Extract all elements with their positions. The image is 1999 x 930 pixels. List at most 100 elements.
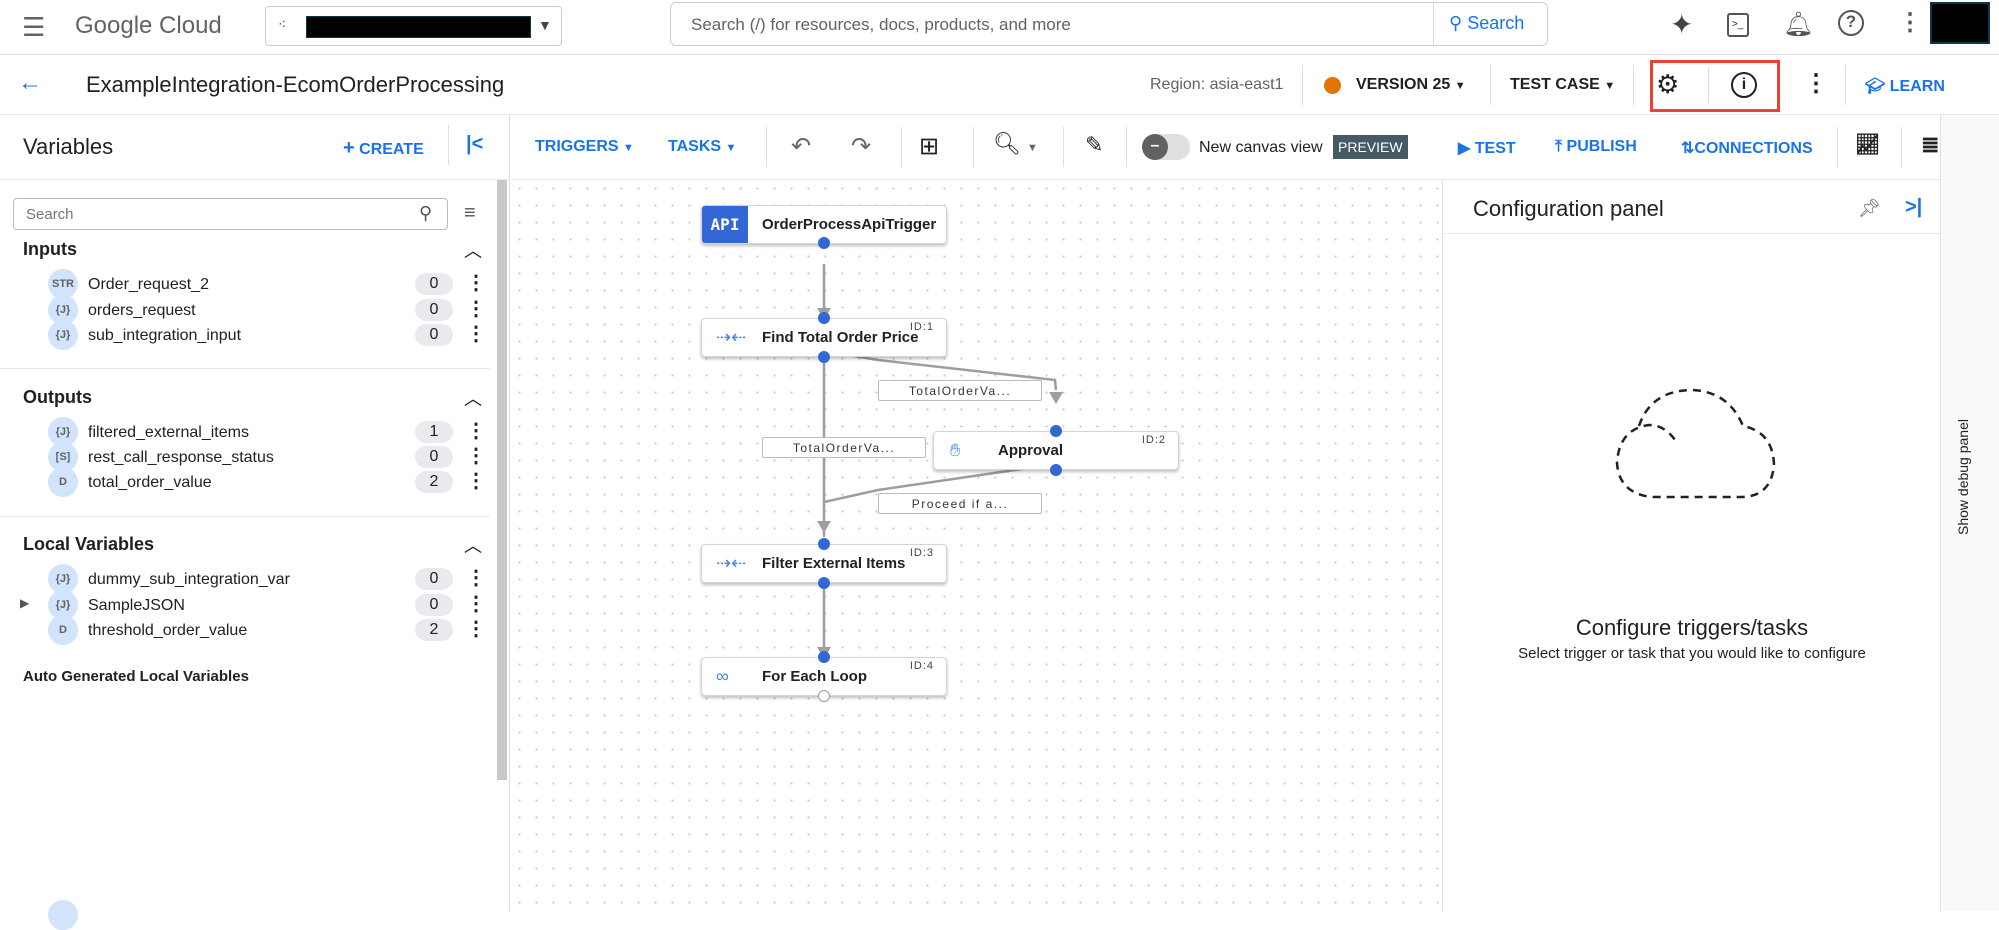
node-id: ID:3 bbox=[909, 547, 934, 559]
avatar[interactable] bbox=[1930, 2, 1990, 44]
more-vert-icon[interactable]: ⋮ bbox=[466, 445, 486, 467]
usage-count: 2 bbox=[415, 471, 453, 493]
create-variable-button[interactable]: + CREATE bbox=[343, 137, 424, 160]
connector-point-empty[interactable] bbox=[818, 690, 830, 702]
node-id: ID:4 bbox=[909, 660, 934, 672]
edge-condition-label[interactable]: TotalOrderVa... bbox=[878, 380, 1042, 401]
expand-arrow-icon[interactable]: ▶ bbox=[20, 596, 30, 610]
collapse-right-icon[interactable]: >| bbox=[1905, 196, 1923, 218]
task-node[interactable]: ⇢⇠ Find Total Order Price ID:1 bbox=[701, 318, 947, 357]
chevron-up-icon[interactable]: ︿ bbox=[464, 389, 482, 409]
variable-search-input[interactable]: Search ⚲ bbox=[13, 198, 448, 230]
divider bbox=[0, 516, 490, 517]
connector-point[interactable] bbox=[818, 577, 830, 589]
magic-wand-icon[interactable]: ✎ bbox=[1085, 132, 1104, 157]
triggers-label: TRIGGERS bbox=[535, 138, 619, 155]
tasks-dropdown[interactable]: TASKS ▼ bbox=[668, 138, 736, 156]
node-title: OrderProcessApiTrigger bbox=[762, 216, 937, 233]
connector-point[interactable] bbox=[818, 538, 830, 550]
connector-point[interactable] bbox=[818, 651, 830, 663]
variable-name: threshold_order_value bbox=[88, 622, 248, 639]
redacted-project-name bbox=[306, 16, 531, 38]
school-icon: 🎓︎ bbox=[1865, 78, 1886, 95]
test-case-dropdown[interactable]: TEST CASE ▼ bbox=[1510, 76, 1615, 94]
list-view-icon[interactable]: ≣ bbox=[1921, 132, 1940, 157]
more-vert-icon[interactable]: ⋮ bbox=[466, 593, 486, 615]
logs-chart-icon[interactable]: 📈︎ bbox=[1855, 134, 1881, 156]
connector-point[interactable] bbox=[818, 351, 830, 363]
more-vert-icon[interactable]: ⋮ bbox=[466, 323, 486, 345]
more-vert-icon[interactable]: ⋮ bbox=[466, 272, 486, 294]
triggers-dropdown[interactable]: TRIGGERS ▼ bbox=[535, 138, 634, 156]
more-vert-icon[interactable]: ⋮ bbox=[466, 298, 486, 320]
more-vert-icon[interactable]: ⋮ bbox=[1804, 70, 1828, 97]
google-cloud-logo[interactable]: Google Cloud bbox=[75, 12, 222, 39]
publish-icon: ⤒ bbox=[1555, 138, 1563, 155]
connector-point[interactable] bbox=[1050, 464, 1062, 476]
empty-state-subtitle: Select trigger or task that you would li… bbox=[1518, 645, 1866, 662]
hand-approval-icon: ✋︎ bbox=[950, 440, 961, 460]
divider bbox=[0, 368, 490, 369]
redo-icon[interactable]: ↷ bbox=[851, 133, 872, 160]
collapse-panel-icon[interactable]: |< bbox=[466, 133, 484, 155]
canvas-toolbar: TRIGGERS ▼ TASKS ▼ ↶ ↷ ⊞ 🔍︎ ▼ ✎ – New ca… bbox=[511, 115, 1999, 180]
integration-header: ← ExampleIntegration-EcomOrderProcessing… bbox=[0, 55, 1999, 115]
publish-button[interactable]: ⤒ PUBLISH bbox=[1555, 138, 1637, 156]
project-icon: ⁖ bbox=[278, 16, 287, 32]
task-node[interactable]: ∞ For Each Loop ID:4 bbox=[701, 657, 947, 696]
zoom-icon[interactable]: 🔍︎ ▼ bbox=[993, 131, 1038, 156]
data-mapping-icon: ⇢⇠ bbox=[716, 327, 747, 347]
test-button[interactable]: ▶ TEST bbox=[1458, 138, 1516, 158]
new-canvas-toggle[interactable]: – bbox=[1142, 134, 1190, 160]
more-vert-icon[interactable]: ⋮ bbox=[466, 567, 486, 589]
edge-condition-label[interactable]: TotalOrderVa... bbox=[762, 437, 926, 458]
project-selector[interactable]: ⁖ ▼ bbox=[265, 6, 562, 46]
task-node[interactable]: ⇢⇠ Filter External Items ID:3 bbox=[701, 544, 947, 583]
more-vert-icon[interactable]: ⋮ bbox=[466, 470, 486, 492]
undo-icon[interactable]: ↶ bbox=[791, 133, 812, 160]
learn-label: LEARN bbox=[1889, 78, 1945, 95]
gemini-sparkle-icon[interactable]: ✦ bbox=[1670, 9, 1694, 40]
notifications-bell-icon[interactable]: 🔔︎ bbox=[1783, 11, 1814, 38]
chevron-up-icon[interactable]: ︿ bbox=[464, 536, 482, 556]
search-button[interactable]: ⚲ Search bbox=[1449, 13, 1524, 34]
arrowhead bbox=[817, 521, 831, 533]
info-icon[interactable]: i bbox=[1731, 72, 1757, 98]
loop-infinity-icon: ∞ bbox=[716, 666, 729, 686]
edge-condition-label[interactable]: Proceed if a... bbox=[878, 493, 1042, 514]
integration-canvas[interactable]: TotalOrderVa... TotalOrderVa... Proceed … bbox=[511, 180, 1442, 911]
settings-gear-icon[interactable]: ⚙ bbox=[1656, 69, 1680, 99]
version-status-dot bbox=[1324, 77, 1341, 94]
back-arrow-icon[interactable]: ← bbox=[18, 69, 42, 96]
connector-point[interactable] bbox=[818, 312, 830, 324]
sort-filter-icon[interactable]: ≡ bbox=[464, 202, 476, 224]
auto-layout-icon[interactable]: ⊞ bbox=[919, 133, 940, 160]
usage-count: 0 bbox=[415, 568, 453, 590]
more-vert-icon[interactable]: ⋮ bbox=[1898, 9, 1922, 36]
connector-point[interactable] bbox=[1050, 425, 1062, 437]
variable-name: Order_request_2 bbox=[88, 276, 209, 293]
more-vert-icon[interactable]: ⋮ bbox=[466, 420, 486, 442]
dropdown-arrow-icon: ▼ bbox=[725, 142, 737, 154]
debug-panel-toggle[interactable]: Show debug panel bbox=[1940, 115, 1999, 911]
dropdown-arrow-icon: ▼ bbox=[623, 142, 634, 154]
plus-icon: + bbox=[343, 137, 355, 159]
node-title: Filter External Items bbox=[762, 555, 906, 572]
connector-point[interactable] bbox=[818, 237, 830, 249]
preview-badge: PREVIEW bbox=[1333, 135, 1408, 159]
search-input[interactable]: Search (/) for resources, docs, products… bbox=[691, 15, 1071, 34]
search-bar[interactable]: Search (/) for resources, docs, products… bbox=[670, 2, 1548, 46]
local-variables-section-title: Local Variables bbox=[23, 534, 155, 554]
help-icon[interactable]: ? bbox=[1838, 10, 1864, 36]
scrollbar[interactable] bbox=[497, 180, 507, 780]
version-dropdown[interactable]: VERSION 25 ▼ bbox=[1356, 76, 1466, 94]
config-panel-title: Configuration panel bbox=[1473, 196, 1664, 221]
api-trigger-icon: API bbox=[702, 206, 748, 243]
menu-icon[interactable]: ☰ bbox=[22, 12, 46, 42]
pin-icon[interactable]: 📌︎ bbox=[1858, 198, 1881, 218]
chevron-up-icon[interactable]: ︿ bbox=[464, 241, 482, 261]
learn-button[interactable]: 🎓︎ LEARN bbox=[1865, 76, 1945, 96]
more-vert-icon[interactable]: ⋮ bbox=[466, 618, 486, 640]
connections-button[interactable]: ⇅CONNECTIONS bbox=[1681, 138, 1813, 158]
cloud-shell-icon[interactable]: >_ bbox=[1727, 13, 1749, 37]
